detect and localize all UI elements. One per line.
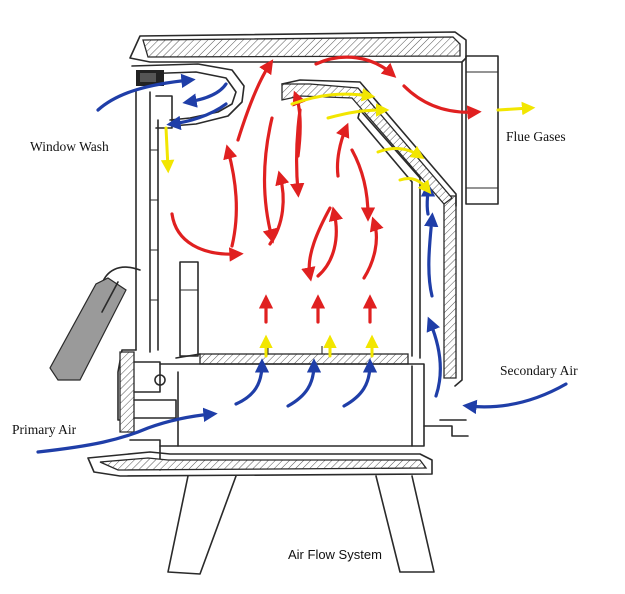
secondary-riser-arrow: [426, 316, 442, 398]
secondary-up-arrow-1: [424, 212, 439, 298]
window-wash-channel: [131, 63, 245, 129]
window-wash-down-arrow: [166, 102, 228, 131]
diagram-caption: Air Flow System: [288, 547, 382, 562]
primary-air-label: Primary Air: [12, 422, 77, 437]
primary-air-arrow: [36, 407, 218, 454]
ash-air-arrow-1: [234, 358, 270, 406]
front-wall: [117, 89, 159, 421]
flue-collar: [465, 55, 499, 205]
window-wash-inflow-arrow: [96, 73, 196, 112]
ash-air-arrow-3: [342, 358, 378, 408]
window-wash-curl-arrow: [182, 82, 228, 108]
stove-body: [49, 31, 499, 575]
ash-air-arrow-2: [286, 358, 322, 408]
primary-air-flow-arrows: [36, 73, 568, 454]
door-handle: [49, 266, 141, 381]
hot-gas-flow-arrows: [170, 55, 482, 324]
ash-chamber: [159, 363, 469, 447]
secondary-up-arrow-2: [420, 182, 436, 216]
stove-legs: [167, 475, 435, 575]
stove-base: [87, 451, 433, 477]
flue-gases-label: Flue Gases: [506, 129, 566, 144]
secondary-air-label: Secondary Air: [500, 363, 578, 378]
window-wash-label: Window Wash: [30, 139, 109, 154]
secondary-heated-air-arrows: [160, 88, 536, 358]
secondary-air-arrow: [462, 382, 568, 415]
